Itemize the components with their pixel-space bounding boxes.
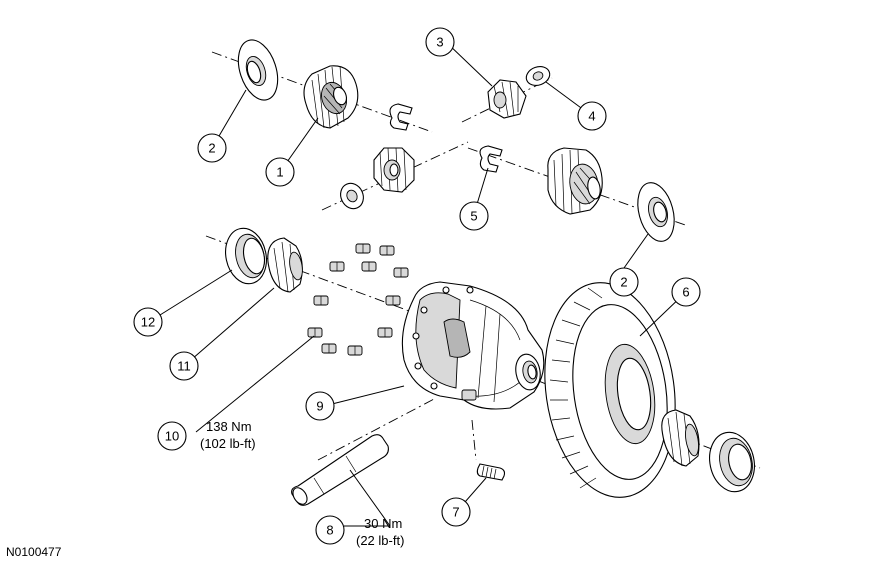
callout-12: 12 xyxy=(133,307,163,337)
torque-spec-bolts: 138 Nm (102 lb-ft) xyxy=(200,419,256,451)
callout-6: 6 xyxy=(671,277,701,307)
callout-5-label: 5 xyxy=(470,209,477,224)
bearing-cone-right xyxy=(661,409,700,467)
callout-12-label: 12 xyxy=(141,315,155,330)
torque-bolt-lbft: (102 lb-ft) xyxy=(200,436,256,451)
bearing-cup-left xyxy=(225,227,267,285)
bearing-cup-right xyxy=(709,431,755,493)
callout-4: 4 xyxy=(577,101,607,131)
thrust-washer-lower-right xyxy=(637,182,675,242)
pinion-thrust-washer-upper xyxy=(525,66,551,86)
callout-9: 9 xyxy=(305,391,335,421)
torque-pin-bolt-lbft: (22 lb-ft) xyxy=(356,533,404,548)
callout-10-label: 10 xyxy=(165,429,179,444)
pinion-shaft xyxy=(291,434,389,506)
torque-bolt-nm: 138 Nm xyxy=(206,419,252,434)
torque-pin-bolt-nm: 30 Nm xyxy=(364,516,402,531)
pinion-shaft-bolt xyxy=(471,419,506,481)
figure-id: N0100477 xyxy=(6,545,62,559)
callout-6-label: 6 xyxy=(682,285,689,300)
callout-2-upper-label: 2 xyxy=(208,141,215,156)
pinion-gear-lower xyxy=(373,147,415,193)
callout-10: 10 xyxy=(157,421,187,451)
callout-8-label: 8 xyxy=(326,523,333,538)
pinion-gear-upper xyxy=(487,79,527,119)
side-gear-upper xyxy=(303,65,359,129)
callout-11-label: 11 xyxy=(177,359,191,374)
ring-gear xyxy=(544,282,676,498)
ring-gear-bolts xyxy=(307,243,409,356)
callout-3-label: 3 xyxy=(436,35,443,50)
callout-3: 3 xyxy=(425,27,455,57)
callout-7-label: 7 xyxy=(452,505,459,520)
callout-4-label: 4 xyxy=(588,109,595,124)
c-clip-right xyxy=(479,145,503,173)
callout-11: 11 xyxy=(169,351,199,381)
callout-7: 7 xyxy=(441,497,471,527)
pinion-thrust-washer-lower xyxy=(340,182,364,210)
callout-2-lower: 2 xyxy=(609,267,639,297)
differential-case xyxy=(401,281,545,410)
callout-1-label: 1 xyxy=(276,165,283,180)
torque-spec-pin-bolt: 30 Nm (22 lb-ft) xyxy=(356,516,404,548)
callout-2-upper: 2 xyxy=(197,133,227,163)
callout-8: 8 xyxy=(315,515,345,545)
c-clip-left xyxy=(389,103,413,131)
bearing-cone-left xyxy=(267,237,303,293)
callout-9-label: 9 xyxy=(316,399,323,414)
callout-1: 1 xyxy=(265,157,295,187)
callout-2-lower-label: 2 xyxy=(620,275,627,290)
callout-5: 5 xyxy=(459,201,489,231)
thrust-washer-upper-left xyxy=(237,39,279,101)
side-gear-lower xyxy=(547,147,603,215)
